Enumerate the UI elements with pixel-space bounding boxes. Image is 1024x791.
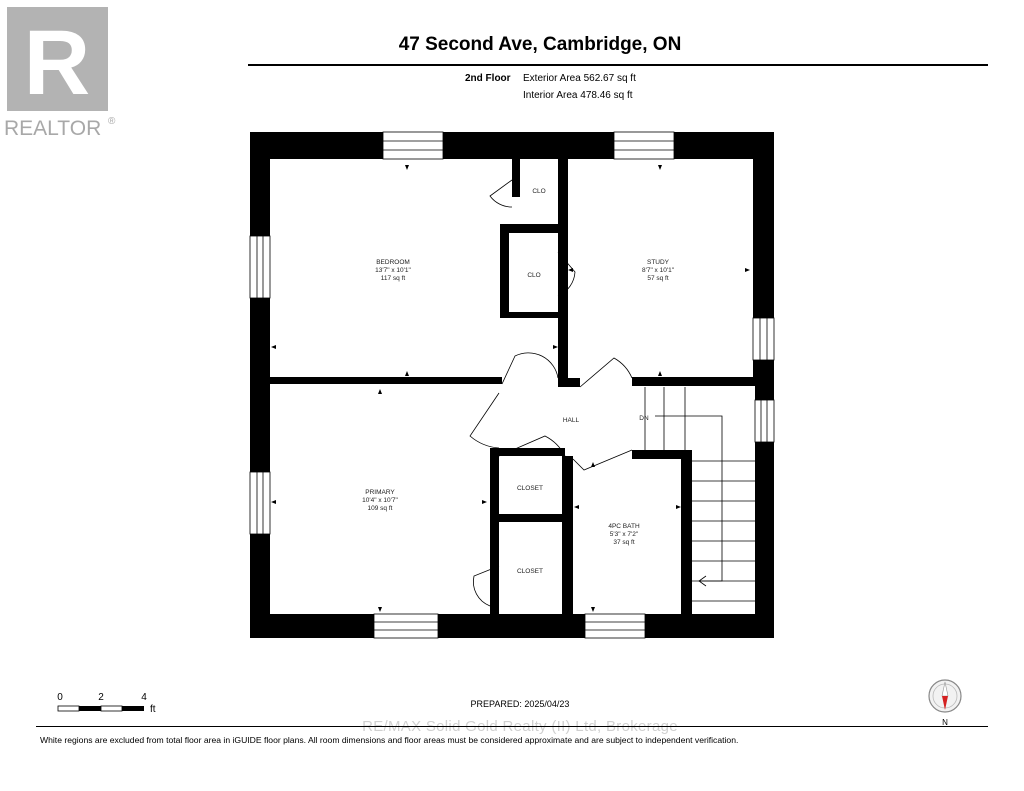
window-primary-left (249, 471, 271, 535)
room-primary-dims: 10'4" x 10'7" (362, 497, 398, 504)
room-study-name: STUDY (647, 259, 670, 266)
room-bath-dims: 5'3" x 7'2" (610, 531, 639, 538)
wall-closet-divider (499, 514, 565, 522)
compass-icon: N (928, 679, 962, 727)
wall-bottom (250, 614, 774, 638)
interior-area: Interior Area 478.46 sq ft (523, 90, 633, 101)
wall-closet-top (490, 448, 565, 456)
wall-bath-right (681, 450, 692, 616)
room-closet2-name: CLOSET (517, 568, 543, 575)
scale-seg-2 (79, 706, 101, 711)
window-bedroom-top (382, 131, 444, 160)
scale-tick-2: 2 (98, 692, 104, 703)
room-bath-name: 4PC BATH (608, 523, 640, 530)
wall-top (250, 132, 774, 159)
wall-right-lower (755, 384, 774, 638)
window-primary-bottom (373, 613, 439, 639)
door-bath (572, 449, 633, 471)
window-study-top (613, 131, 675, 160)
window-bedroom-left (249, 235, 271, 299)
room-clo2-name: CLO (527, 272, 540, 279)
scale-tick-4: 4 (141, 692, 147, 703)
stairs (644, 387, 755, 602)
disclaimer-text: White regions are excluded from total fl… (40, 735, 739, 745)
room-primary-area: 109 sq ft (368, 505, 393, 512)
realtor-logo: R REALTOR ® (4, 7, 116, 140)
scale-seg-3 (100, 705, 123, 712)
room-clo1-name: CLO (532, 188, 545, 195)
window-study-right (752, 317, 775, 361)
door-primary (469, 392, 500, 449)
wall-bath-top (632, 450, 692, 459)
prepared-date: PREPARED: 2025/04/23 (470, 699, 570, 709)
logo-registered: ® (108, 116, 116, 127)
floor-label: 2nd Floor (465, 73, 511, 84)
logo-badge (7, 7, 108, 111)
door-clo2 (557, 251, 576, 297)
logo-mark: R (24, 12, 90, 114)
stairs-down-label: DN (639, 415, 649, 422)
wall-hall-stub (558, 378, 580, 387)
scale-unit: ft (150, 704, 156, 715)
scale-seg-4 (122, 706, 144, 711)
dimension-arrows (271, 165, 750, 612)
scale-tick-0: 0 (57, 692, 63, 703)
door-clo1 (489, 179, 513, 208)
room-primary-name: PRIMARY (365, 489, 395, 496)
exterior-area: Exterior Area 562.67 sq ft (523, 73, 636, 84)
wall-left (250, 132, 270, 638)
room-closet1-name: CLOSET (517, 485, 543, 492)
wall-bath-left (562, 456, 573, 616)
stairs-arrow (655, 415, 723, 582)
compass-north-label: N (942, 718, 948, 727)
wall-bedroom-study (558, 159, 568, 387)
room-study-dims: 8'7" x 10'1" (642, 267, 675, 274)
room-hall-name: HALL (563, 417, 580, 424)
wall-clo-bottom (500, 312, 558, 318)
room-bedroom-area: 117 sq ft (381, 275, 406, 282)
door-closet1 (498, 435, 566, 457)
wall-clo1-left (512, 159, 520, 197)
scale-seg-1 (57, 705, 80, 712)
room-bath-area: 37 sq ft (613, 539, 635, 546)
wall-closet-left (490, 448, 499, 616)
scale-bar: 0 2 4 ft (57, 692, 156, 715)
wall-study-bottom (632, 377, 755, 386)
logo-wordmark: REALTOR (4, 117, 101, 140)
stairs-arrowhead (698, 575, 707, 587)
window-stairs-right (754, 399, 775, 443)
window-bath-bottom (584, 613, 646, 639)
door-bedroom (501, 352, 559, 385)
wall-clo-top (500, 224, 558, 233)
wall-clo-left (500, 224, 509, 316)
page-title: 47 Second Ave, Cambridge, ON (398, 34, 682, 55)
room-bedroom-name: BEDROOM (376, 259, 410, 266)
walls (250, 132, 774, 638)
door-study (579, 357, 633, 388)
room-study-area: 57 sq ft (647, 275, 669, 282)
room-bedroom-dims: 13'7" x 10'1" (375, 267, 411, 274)
wall-bedroom-primary (270, 377, 502, 384)
header-rule (248, 64, 988, 66)
door-closet2 (473, 565, 500, 607)
footer-rule (36, 726, 988, 727)
room-labels: BEDROOM 13'7" x 10'1" 117 sq ft STUDY 8'… (362, 188, 675, 575)
doors (469, 179, 633, 607)
windows (249, 131, 775, 639)
